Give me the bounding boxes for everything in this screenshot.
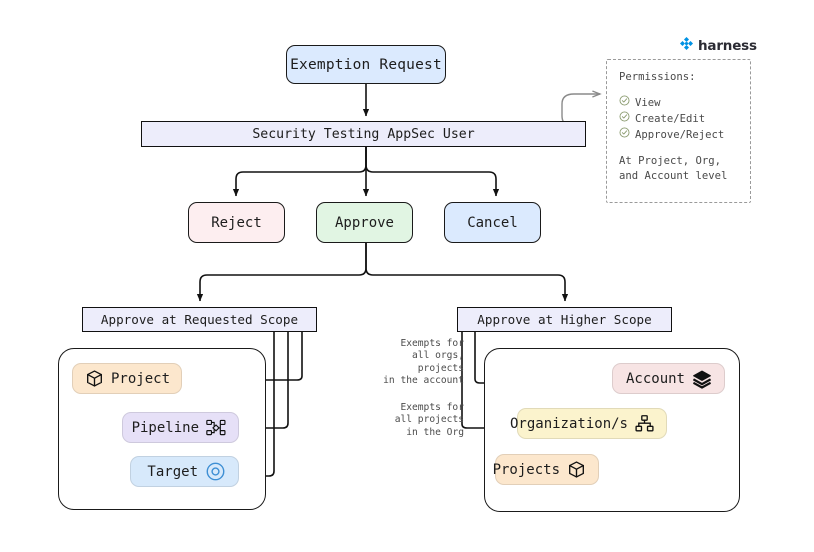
node-cancel[interactable]: Cancel: [444, 202, 541, 243]
chip-organization[interactable]: Organization/s: [510, 408, 667, 439]
permission-label: View: [635, 96, 661, 109]
permission-label: Approve/Reject: [635, 128, 725, 141]
edge-actor-to-reject: [232, 147, 367, 197]
chip-account[interactable]: Account: [612, 363, 725, 394]
layers-icon: [692, 369, 712, 389]
edge-note-account: Exempts for all orgs, projects in the ac…: [383, 338, 464, 387]
permissions-panel: Permissions: View Create/Edit: [606, 59, 751, 203]
node-label: Reject: [211, 214, 262, 231]
check-circle-icon: [619, 95, 630, 111]
cube-icon: [85, 369, 104, 388]
chip-label: Organization/s: [509, 415, 628, 432]
chip-label: Account: [625, 370, 685, 387]
permission-label: Create/Edit: [635, 112, 706, 125]
node-label: Cancel: [467, 214, 518, 231]
edge-note-organization: Exempts for all projects in the Org: [394, 402, 464, 438]
chip-label: Projects: [492, 461, 560, 478]
permissions-title: Permissions:: [619, 71, 696, 83]
harness-logo: harness: [679, 36, 757, 55]
chip-label: Pipeline: [131, 419, 199, 436]
edge-actor-to-cancel: [365, 147, 500, 197]
permission-item-view: View: [619, 95, 740, 111]
org-chart-icon: [635, 414, 654, 433]
node-label: Exemption Request: [290, 56, 442, 73]
node-security-testing-appsec-user[interactable]: Security Testing AppSec User: [141, 121, 586, 147]
chip-label: Target: [147, 463, 198, 480]
permission-item-create-edit: Create/Edit: [619, 111, 740, 127]
chip-pipeline[interactable]: Pipeline: [122, 412, 239, 443]
chip-target[interactable]: Target: [130, 456, 239, 487]
chip-project[interactable]: Project: [72, 363, 182, 394]
node-graph-icon: [206, 419, 226, 437]
target-icon: [205, 461, 226, 482]
harness-wordmark: harness: [698, 37, 757, 54]
node-reject[interactable]: Reject: [188, 202, 285, 243]
node-approve-at-requested-scope[interactable]: Approve at Requested Scope: [82, 307, 317, 332]
check-circle-icon: [619, 127, 630, 143]
node-label: Approve at Higher Scope: [477, 312, 652, 327]
node-approve-at-higher-scope[interactable]: Approve at Higher Scope: [457, 307, 672, 332]
permissions-footer: At Project, Org, and Account level: [619, 155, 728, 182]
edge-approve-to-requested-scope: [196, 243, 367, 302]
node-label: Approve at Requested Scope: [100, 312, 299, 327]
chip-label: Project: [111, 370, 171, 387]
node-approve[interactable]: Approve: [316, 202, 413, 243]
node-label: Approve: [334, 214, 394, 231]
cube-icon: [567, 460, 586, 479]
check-circle-icon: [619, 111, 630, 127]
chip-projects[interactable]: Projects: [492, 454, 599, 485]
node-exemption-request[interactable]: Exemption Request: [286, 45, 446, 84]
edge-approve-to-higher-scope: [365, 243, 569, 302]
harness-diamond-icon: [679, 36, 694, 55]
permission-item-approve-reject: Approve/Reject: [619, 127, 740, 143]
node-label: Security Testing AppSec User: [252, 126, 475, 142]
